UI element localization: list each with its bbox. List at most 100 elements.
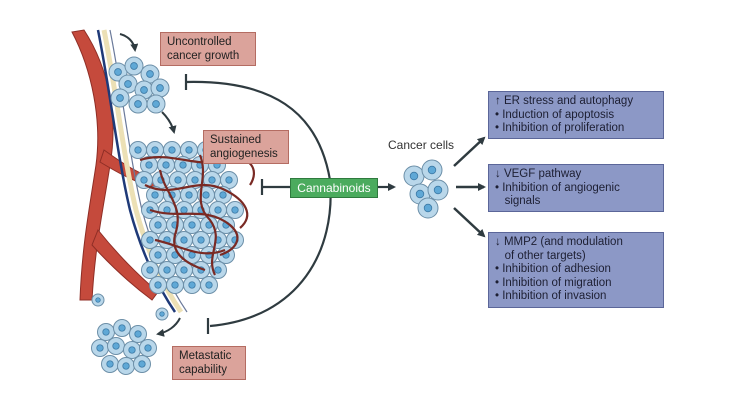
cell-nucleus — [146, 70, 154, 78]
cell-nucleus — [214, 266, 222, 274]
metastatic-line2: capability — [179, 364, 227, 376]
cell-nucleus — [205, 281, 213, 289]
arrow-to-effect-3 — [453, 207, 486, 238]
effect-1-line-3: • Inhibition of proliferation — [495, 122, 625, 134]
cell-nucleus — [171, 281, 179, 289]
angiogenesis-line2: angiogenesis — [210, 148, 278, 160]
cell-nucleus — [231, 206, 239, 214]
cell-nucleus — [185, 146, 193, 154]
cell-nucleus — [130, 62, 138, 70]
angiogenesis-label: Sustained angiogenesis — [203, 130, 289, 164]
metastatic-line1: Metastatic — [179, 350, 232, 362]
cell-nucleus — [152, 100, 160, 108]
cell-nucleus — [415, 189, 425, 199]
cell-nucleus — [140, 86, 148, 94]
effect-2-line-1: ↓ VEGF pathway — [495, 168, 582, 180]
cell-nucleus — [106, 360, 114, 368]
cell-nucleus — [208, 176, 216, 184]
cell-nucleus — [145, 161, 153, 169]
tumour-blood-vessel — [149, 208, 239, 257]
effect-3-line-5: • Inhibition of invasion — [495, 290, 607, 302]
angiogenesis-line1: Sustained — [210, 134, 262, 146]
cell-nucleus — [409, 171, 419, 181]
cell-nucleus — [423, 203, 433, 213]
cell-nucleus — [159, 311, 165, 317]
cell-nucleus — [154, 281, 162, 289]
tumour-blood-vessel — [154, 238, 226, 255]
effect-box-mmp2: ↓ MMP2 (and modulation of other targets)… — [488, 232, 664, 308]
growth-arrow — [119, 33, 139, 52]
cell-nucleus — [225, 176, 233, 184]
cell-nucleus — [188, 281, 196, 289]
cell-nucleus — [112, 342, 120, 350]
cell-nucleus — [96, 344, 104, 352]
tumour-blood-vessel — [198, 154, 217, 276]
angiogenesis-arrow — [161, 111, 177, 134]
cell-nucleus — [163, 266, 171, 274]
tumour-mass — [129, 141, 255, 294]
effect-2-line-2: • Inhibition of angiogenic — [495, 181, 620, 194]
tumour-blood-vessel — [158, 169, 206, 272]
effect-box-er-stress: ↑ ER stress and autophagy • Induction of… — [488, 91, 664, 139]
cell-nucleus — [427, 165, 437, 175]
cell-nucleus — [114, 68, 122, 76]
cell-nucleus — [140, 176, 148, 184]
cell-nucleus — [214, 206, 222, 214]
cell-nucleus — [168, 146, 176, 154]
cell-nucleus — [154, 251, 162, 259]
effect-3-line-2: of other targets) — [495, 249, 586, 262]
cell-nucleus — [118, 324, 126, 332]
cell-nucleus — [146, 236, 154, 244]
effect-1-line-2: • Induction of apoptosis — [495, 108, 615, 121]
upper-cell-cluster — [108, 56, 170, 114]
cell-nucleus — [179, 161, 187, 169]
cell-nucleus — [134, 100, 142, 108]
cell-nucleus — [151, 191, 159, 199]
uncontrolled-growth-label: Uncontrolled cancer growth — [160, 32, 256, 66]
metastasis-arrow — [156, 317, 181, 337]
cell-nucleus — [174, 176, 182, 184]
cell-nucleus — [144, 344, 152, 352]
cell-nucleus — [124, 80, 132, 88]
cancer-cells-caption: Cancer cells — [388, 138, 455, 152]
effect-2-line-3: signals — [495, 195, 541, 207]
effect-3-line-1: ↓ MMP2 (and modulation — [495, 236, 623, 248]
cell-nucleus — [433, 185, 443, 195]
cell-nucleus — [219, 191, 227, 199]
cell-nucleus — [138, 360, 146, 368]
cell-nucleus — [95, 297, 101, 303]
metastatic-capability-label: Metastatic capability — [172, 346, 246, 380]
cannabinoids-box: Cannabinoids — [290, 178, 378, 198]
cell-nucleus — [180, 206, 188, 214]
uncontrolled-line2: cancer growth — [167, 50, 240, 62]
cell-nucleus — [102, 328, 110, 336]
effect-1-line-1: ↑ ER stress and autophagy — [495, 95, 634, 107]
uncontrolled-line1: Uncontrolled — [167, 36, 232, 48]
arrow-to-effect-1 — [453, 136, 486, 167]
effect-3-line-4: • Inhibition of migration — [495, 276, 612, 289]
cell-nucleus — [197, 236, 205, 244]
cell-nucleus — [185, 191, 193, 199]
cell-nucleus — [180, 266, 188, 274]
cell-nucleus — [202, 191, 210, 199]
effect-3-line-3: • Inhibition of adhesion — [495, 263, 611, 275]
cell-nucleus — [191, 176, 199, 184]
cell-nucleus — [134, 146, 142, 154]
cell-nucleus — [151, 146, 159, 154]
cancer-cells-icon — [403, 159, 449, 219]
cell-nucleus — [116, 94, 124, 102]
cell-nucleus — [180, 236, 188, 244]
cell-nucleus — [128, 346, 136, 354]
cell-nucleus — [162, 161, 170, 169]
cell-nucleus — [134, 330, 142, 338]
cell-nucleus — [122, 362, 130, 370]
cell-nucleus — [146, 266, 154, 274]
effect-box-vegf: ↓ VEGF pathway • Inhibition of angiogeni… — [488, 164, 664, 212]
cell-nucleus — [156, 84, 164, 92]
cell-nucleus — [188, 221, 196, 229]
cannabinoids-label: Cannabinoids — [297, 181, 371, 195]
metastatic-cluster — [91, 293, 169, 375]
cell-nucleus — [154, 221, 162, 229]
